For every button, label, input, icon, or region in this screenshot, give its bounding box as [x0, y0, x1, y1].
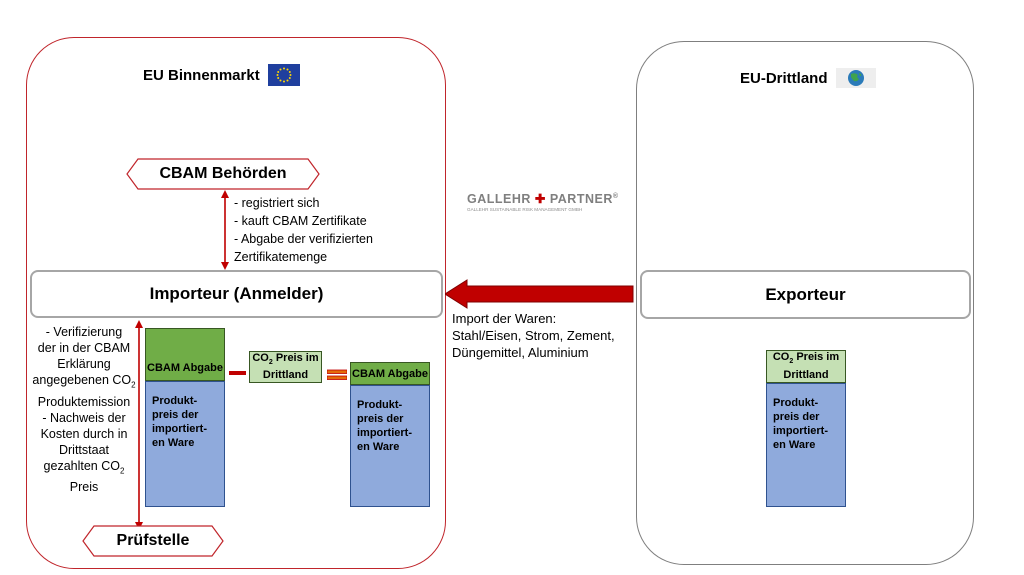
import-line-3: Düngemittel, Aluminium: [452, 345, 589, 360]
minus-sign: [229, 371, 246, 375]
logo-name-right: PARTNER: [549, 192, 613, 206]
eu-flag-icon: [267, 64, 300, 86]
action-buy-certificates: - kauft CBAM Zertifikate: [234, 214, 367, 228]
stack1-cbam-levy: CBAM Abgabe: [145, 328, 225, 381]
authority-importer-arrow: [221, 190, 229, 270]
authority-actions: - registriert sich - kauft CBAM Zertifik…: [234, 194, 373, 266]
verifier-text: Prüfstelle: [116, 532, 190, 549]
eu-title: EU Binnenmarkt: [143, 66, 260, 84]
note-line-7: Kosten durch in: [40, 426, 128, 441]
logo-tagline: GALLEHR SUSTAINABLE RISK MANAGEMENT GMBH: [467, 207, 583, 212]
import-line-1: Import der Waren:: [452, 311, 557, 326]
note-line-4: angegebenen CO2: [32, 373, 136, 390]
note-line-1: - Verifizierung: [45, 325, 123, 339]
exporter-label: Exporteur: [765, 284, 846, 304]
note-line-5: Produktemission: [37, 394, 131, 409]
action-certificate-amount: Zertifikatemenge: [234, 250, 328, 264]
importer-label: Importeur (Anmelder): [149, 284, 324, 303]
action-register: - registriert sich: [234, 196, 320, 210]
importer-box: Importeur (Anmelder): [30, 270, 443, 318]
import-arrow: [445, 279, 634, 309]
third-product-price: Produkt- preis der importiert- en Ware: [766, 383, 846, 507]
plus-icon: ✚: [534, 192, 546, 206]
equals-sign: [327, 369, 347, 380]
note-line-10: Preis: [69, 480, 99, 494]
stack2-product-price: Produkt- preis der importiert- en Ware: [350, 385, 430, 507]
import-line-2: Stahl/Eisen, Strom, Zement,: [452, 328, 615, 343]
note-line-6: - Nachweis der: [42, 410, 126, 425]
third-co2-price: CO2 Preis im Drittland: [766, 350, 846, 383]
stack1-product-price: Produkt- preis der importiert- en Ware: [145, 381, 225, 507]
import-goods-text: Import der Waren: Stahl/Eisen, Strom, Ze…: [452, 310, 615, 361]
verifier-label: Prüfstelle: [82, 525, 224, 557]
eu-title-group: EU Binnenmarkt: [143, 64, 300, 86]
gallehr-partner-logo: GALLEHR ✚ PARTNER® GALLEHR SUSTAINABLE R…: [467, 191, 619, 212]
exporter-box: Exporteur: [640, 270, 971, 319]
note-line-3: Erklärung: [57, 357, 111, 371]
verification-notes: - Verifizierung der in der CBAM Erklärun…: [30, 324, 138, 495]
stack2-cbam-levy: CBAM Abgabe: [350, 362, 430, 385]
logo-name-left: GALLEHR: [467, 192, 531, 206]
third-title: EU-Drittland: [740, 69, 828, 87]
note-line-8: Drittstaat: [58, 442, 109, 457]
note-line-9: gezahlten CO2: [43, 458, 125, 476]
note-line-2: der in der CBAM: [37, 341, 131, 355]
cbam-authority-label: CBAM Behörden: [126, 158, 320, 190]
action-surrender: - Abgabe der verifizierten: [234, 232, 373, 246]
eu-drittland-region: [636, 41, 974, 565]
co2-price-middle: CO2 Preis im Drittland: [249, 351, 322, 383]
logo-reg: ®: [612, 192, 619, 200]
globe-icon: [835, 68, 876, 88]
eu-binnenmarkt-region: [26, 37, 446, 569]
third-title-group: EU-Drittland: [740, 68, 876, 88]
cbam-authority-text: CBAM Behörden: [159, 165, 287, 182]
